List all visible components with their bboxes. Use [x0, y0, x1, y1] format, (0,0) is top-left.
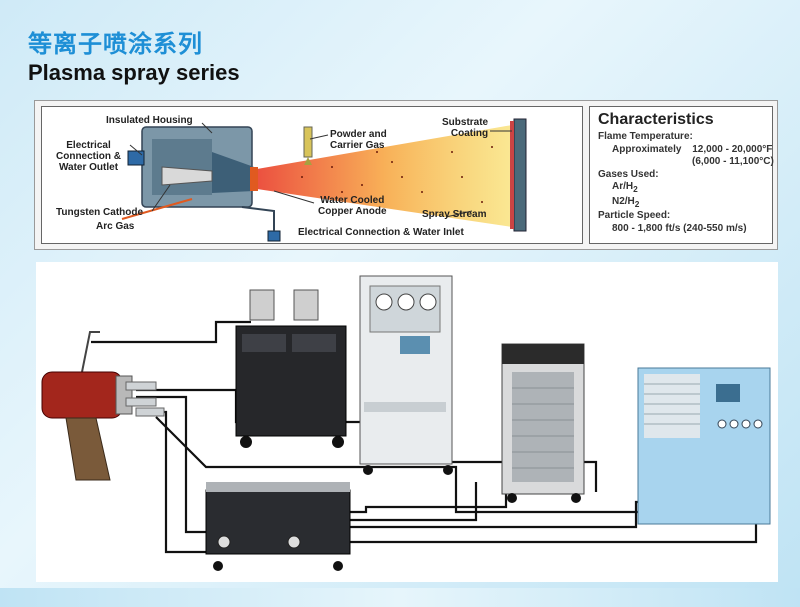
label-powder-carrier-gas: Powder and Carrier Gas: [330, 129, 387, 151]
label-line: Water Outlet: [58, 162, 119, 173]
label-water-cooled-anode: Water Cooled Copper Anode: [318, 195, 387, 217]
label-line: Connection &: [56, 151, 121, 162]
heat-exchanger-box: [205, 482, 351, 571]
tungsten-cathode: [161, 166, 213, 186]
label-spray-stream: Spray Stream: [422, 209, 487, 220]
plasma-gun-diagram: Insulated Housing Electrical Connection …: [41, 106, 583, 244]
powder-feeder: [235, 289, 347, 448]
water-outlet-connector: [127, 150, 145, 166]
flame-temperature-label: Flame Temperature:: [598, 131, 693, 142]
label-line: Substrate: [442, 117, 489, 128]
page-title-english: Plasma spray series: [28, 60, 240, 85]
control-cabinet: [359, 275, 453, 475]
label-substrate-coating: Substrate Coating: [442, 117, 488, 139]
plasma-gun-illustration: [121, 118, 527, 242]
flame-celsius: (6,000 - 11,100°C): [692, 156, 774, 167]
label-insulated-housing: Insulated Housing: [106, 115, 193, 126]
flame-prefix: Approximately: [612, 143, 682, 155]
power-supply: [501, 343, 585, 503]
page-title-chinese: 等离子喷涂系列: [28, 31, 203, 58]
powder-injector: [303, 126, 313, 158]
label-line: Powder and: [330, 129, 387, 140]
spray-plume: [257, 125, 512, 227]
flame-temperature-row: Approximately 12,000 - 20,000°F: [598, 143, 772, 157]
label-line: Copper Anode: [318, 206, 387, 217]
gas-subscript: 2: [634, 198, 640, 209]
particle-speed-value: 800 - 1,800 ft/s (240-550 m/s): [612, 222, 747, 234]
substrate-plate: [513, 118, 527, 232]
gas-argon-hydrogen: Ar/H2: [598, 181, 764, 196]
characteristics-title: Characteristics: [598, 111, 714, 128]
label-electrical-water-inlet: Electrical Connection & Water Inlet: [298, 227, 464, 238]
equipment-illustration: [41, 275, 771, 571]
equipment-photo-panel: [36, 262, 778, 582]
gas-formula: N2/H: [612, 195, 635, 207]
label-line: Carrier Gas: [330, 140, 385, 151]
label-arc-gas: Arc Gas: [96, 221, 135, 232]
coating-layer: [510, 121, 514, 229]
label-line: Electrical: [66, 140, 111, 151]
bottom-band: [0, 588, 800, 607]
flame-fahrenheit: 12,000 - 20,000°F: [692, 143, 773, 155]
spray-particles: [301, 146, 493, 203]
diagram-panel: Insulated Housing Electrical Connection …: [34, 100, 778, 250]
gas-nitrogen-hydrogen: N2/H2: [598, 196, 764, 211]
particle-speed-label: Particle Speed:: [598, 210, 671, 221]
gas-formula: Ar/H: [612, 181, 634, 192]
label-line: Coating: [450, 128, 489, 139]
label-electrical-connection: Electrical Connection & Water Outlet: [56, 140, 121, 173]
characteristics-box: Characteristics Flame Temperature: Appro…: [589, 106, 774, 244]
label-line: Water Cooled: [320, 195, 385, 206]
gases-used-label: Gases Used:: [598, 168, 659, 180]
gas-subscript: 2: [633, 184, 638, 194]
label-tungsten-cathode: Tungsten Cathode: [56, 207, 144, 218]
water-chiller: [637, 367, 771, 525]
plasma-spray-gun: [41, 331, 165, 481]
water-inlet-connector: [267, 230, 281, 242]
